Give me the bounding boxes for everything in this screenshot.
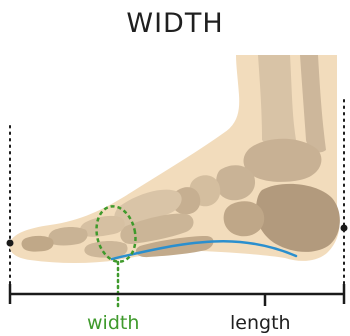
length-label: length [230, 312, 291, 334]
heel-point-marker [7, 240, 14, 247]
width-label: width [87, 312, 139, 334]
phalanx-bone-3 [22, 236, 54, 252]
cuboid-bone [224, 201, 265, 236]
tibia-bone [258, 55, 296, 148]
toe-point-marker [341, 225, 348, 232]
talus-bone [244, 139, 322, 182]
